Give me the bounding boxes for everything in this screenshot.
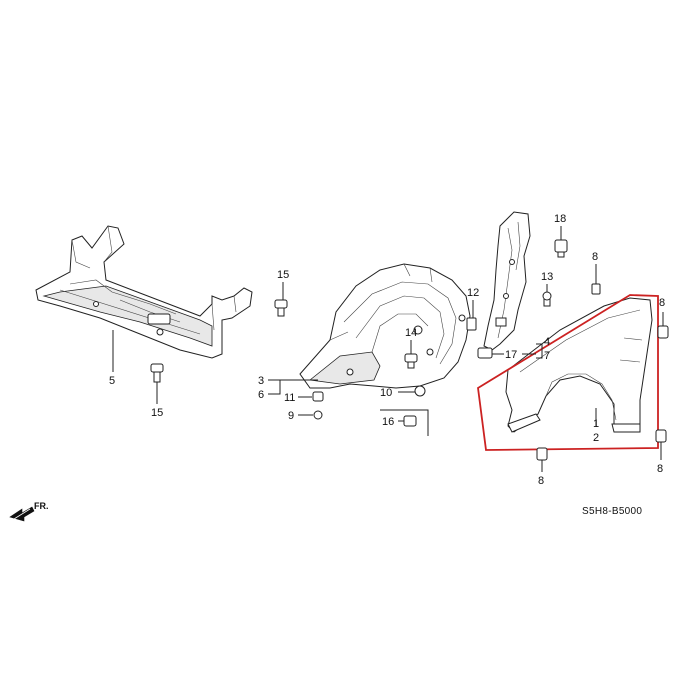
callout-8-bottom: 8 bbox=[538, 475, 544, 487]
front-fender bbox=[505, 297, 653, 433]
engine-splash-shield bbox=[35, 225, 253, 359]
direction-label: FR. bbox=[34, 501, 49, 511]
callout-2: 2 bbox=[593, 432, 599, 444]
clip-16 bbox=[403, 415, 417, 427]
nut-9 bbox=[313, 410, 323, 420]
fender-highlight-box bbox=[477, 294, 659, 451]
callout-16: 16 bbox=[382, 416, 394, 428]
front-direction-arrow-icon bbox=[9, 506, 35, 522]
callout-11: 11 bbox=[284, 392, 295, 404]
callout-12: 12 bbox=[467, 287, 479, 299]
clip-15-upper bbox=[274, 299, 288, 317]
callout-9: 9 bbox=[288, 410, 294, 422]
callout-14: 14 bbox=[405, 327, 417, 339]
bolt-13 bbox=[542, 291, 552, 307]
callout-7: 7 bbox=[544, 350, 550, 362]
clip-17 bbox=[477, 347, 493, 359]
callout-8-right-upper: 8 bbox=[659, 297, 665, 309]
callout-3: 3 bbox=[258, 375, 264, 387]
callout-17: 17 bbox=[505, 349, 517, 361]
screw-10 bbox=[414, 385, 426, 397]
callout-8-right-lower: 8 bbox=[657, 463, 663, 475]
nut-12 bbox=[466, 317, 477, 331]
diagram-code: S5H8-B5000 bbox=[582, 506, 642, 517]
clip-15-lower bbox=[150, 363, 164, 383]
bolt-8-top bbox=[591, 283, 601, 295]
callout-4: 4 bbox=[544, 336, 550, 348]
bolt-8-right-upper bbox=[657, 325, 669, 339]
callout-8-top: 8 bbox=[592, 251, 598, 263]
callout-13: 13 bbox=[541, 271, 553, 283]
callout-5: 5 bbox=[109, 375, 115, 387]
clip-18 bbox=[554, 239, 568, 258]
callout-18: 18 bbox=[554, 213, 566, 225]
callout-15-lower: 15 bbox=[151, 407, 163, 419]
bolt-8-right-lower bbox=[655, 429, 667, 443]
callout-1: 1 bbox=[593, 418, 599, 430]
leader-lines bbox=[112, 226, 664, 472]
callout-6: 6 bbox=[258, 389, 264, 401]
bolt-8-bottom bbox=[536, 447, 548, 461]
front-inner-fender bbox=[299, 263, 471, 389]
callout-10: 10 bbox=[380, 387, 392, 399]
clip-11 bbox=[312, 391, 324, 402]
fender-bracket bbox=[483, 211, 531, 351]
callout-15-upper: 15 bbox=[277, 269, 289, 281]
